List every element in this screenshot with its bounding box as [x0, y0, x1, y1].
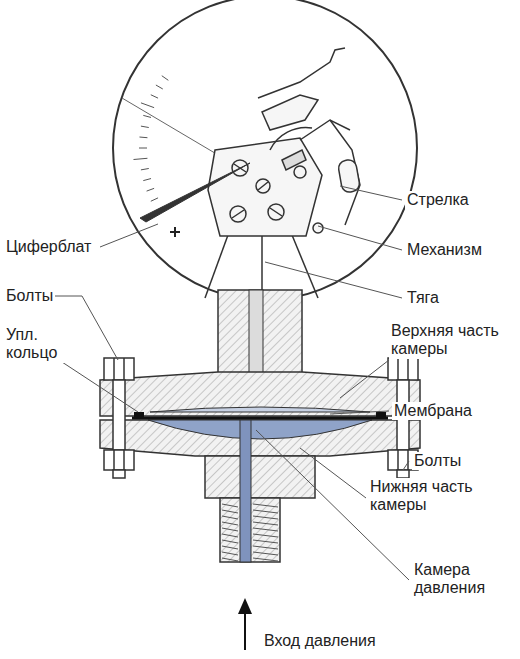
part-label: Мембрана [392, 402, 474, 420]
membrane [132, 417, 388, 420]
part-label: Механизм [405, 241, 484, 259]
dial-scale [134, 76, 169, 214]
lower-chamber [100, 420, 420, 456]
seal-ring [376, 412, 386, 418]
movement-supports [205, 235, 318, 298]
part-label: Упл. кольцо [4, 326, 68, 363]
dial-line [122, 98, 230, 162]
seal-ring [134, 412, 144, 418]
stem [218, 290, 302, 380]
part-label: Болты [412, 452, 463, 470]
part-label: Верхняя часть камеры [389, 322, 517, 359]
pressure-tube [240, 420, 251, 562]
part-label: Болты [4, 287, 55, 305]
part-label: Тяга [405, 289, 441, 307]
pointer [140, 163, 250, 222]
mechanism [208, 48, 361, 236]
part-label: Камера давления [412, 561, 514, 598]
inlet-arrowhead [238, 598, 252, 614]
part-label: Циферблат [4, 238, 93, 256]
gauge-case [113, 0, 417, 300]
part-label: Вход давления [262, 632, 378, 650]
upper-cavity [150, 407, 370, 412]
dial-mark [170, 227, 180, 237]
part-label: Стрелка [405, 191, 471, 209]
leader-lines [55, 186, 409, 580]
inlet-arrow [244, 612, 246, 650]
pressure-chamber [148, 420, 372, 439]
stem-bore [249, 290, 263, 380]
part-label: Нижняя часть камеры [368, 478, 488, 515]
upper-chamber [100, 372, 420, 416]
fitting-hex [205, 456, 315, 498]
